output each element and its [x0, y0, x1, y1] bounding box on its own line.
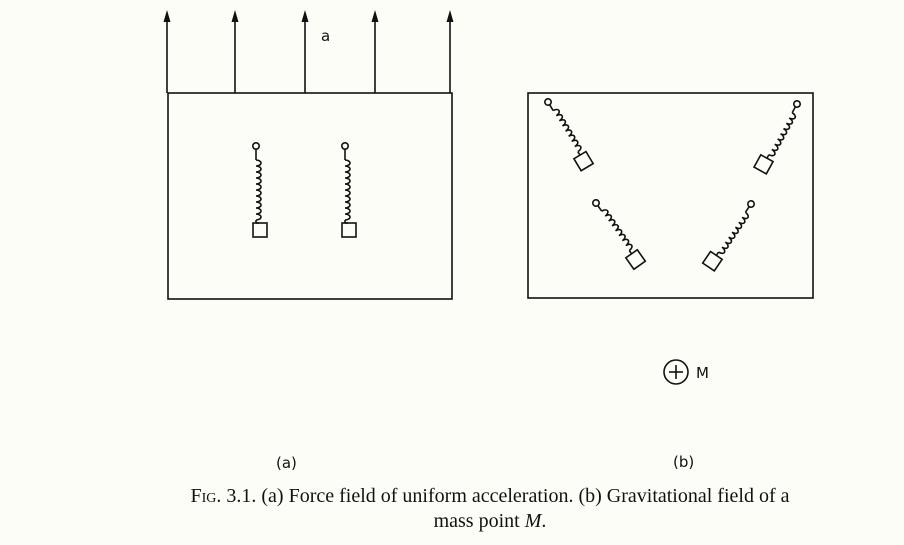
- accelerating-box: [167, 92, 453, 300]
- caption-number: 3.1.: [221, 485, 257, 507]
- free-falling-box: [527, 92, 814, 299]
- spring-mass-a1: [251, 141, 268, 238]
- mass-label: M: [696, 364, 709, 382]
- caption-period: .: [541, 510, 547, 532]
- caption-text-line1: (a) Force field of uniform acceleration.…: [256, 485, 790, 507]
- spring-mass-b1: [543, 97, 595, 172]
- panel-a-label: (a): [276, 454, 297, 472]
- acceleration-label: a: [321, 27, 330, 45]
- figure-caption: Fig. 3.1. (a) Force field of uniform acc…: [60, 484, 904, 534]
- spring-mass-a2: [340, 141, 357, 238]
- spring-mass-b2: [752, 99, 802, 175]
- caption-fig-label: Fig.: [190, 485, 222, 507]
- spring-mass-b4: [701, 199, 756, 273]
- spring-mass-b3: [591, 198, 647, 271]
- figure-diagram: a (a): [163, 10, 814, 472]
- panel-b-label: (b): [673, 453, 694, 471]
- panel-b: [527, 92, 814, 385]
- panel-a: [163, 10, 454, 300]
- mass-point-icon: [663, 359, 689, 385]
- caption-mass-symbol: M: [524, 510, 542, 532]
- acceleration-arrows: [163, 10, 454, 93]
- caption-text-line2: mass point: [433, 510, 525, 532]
